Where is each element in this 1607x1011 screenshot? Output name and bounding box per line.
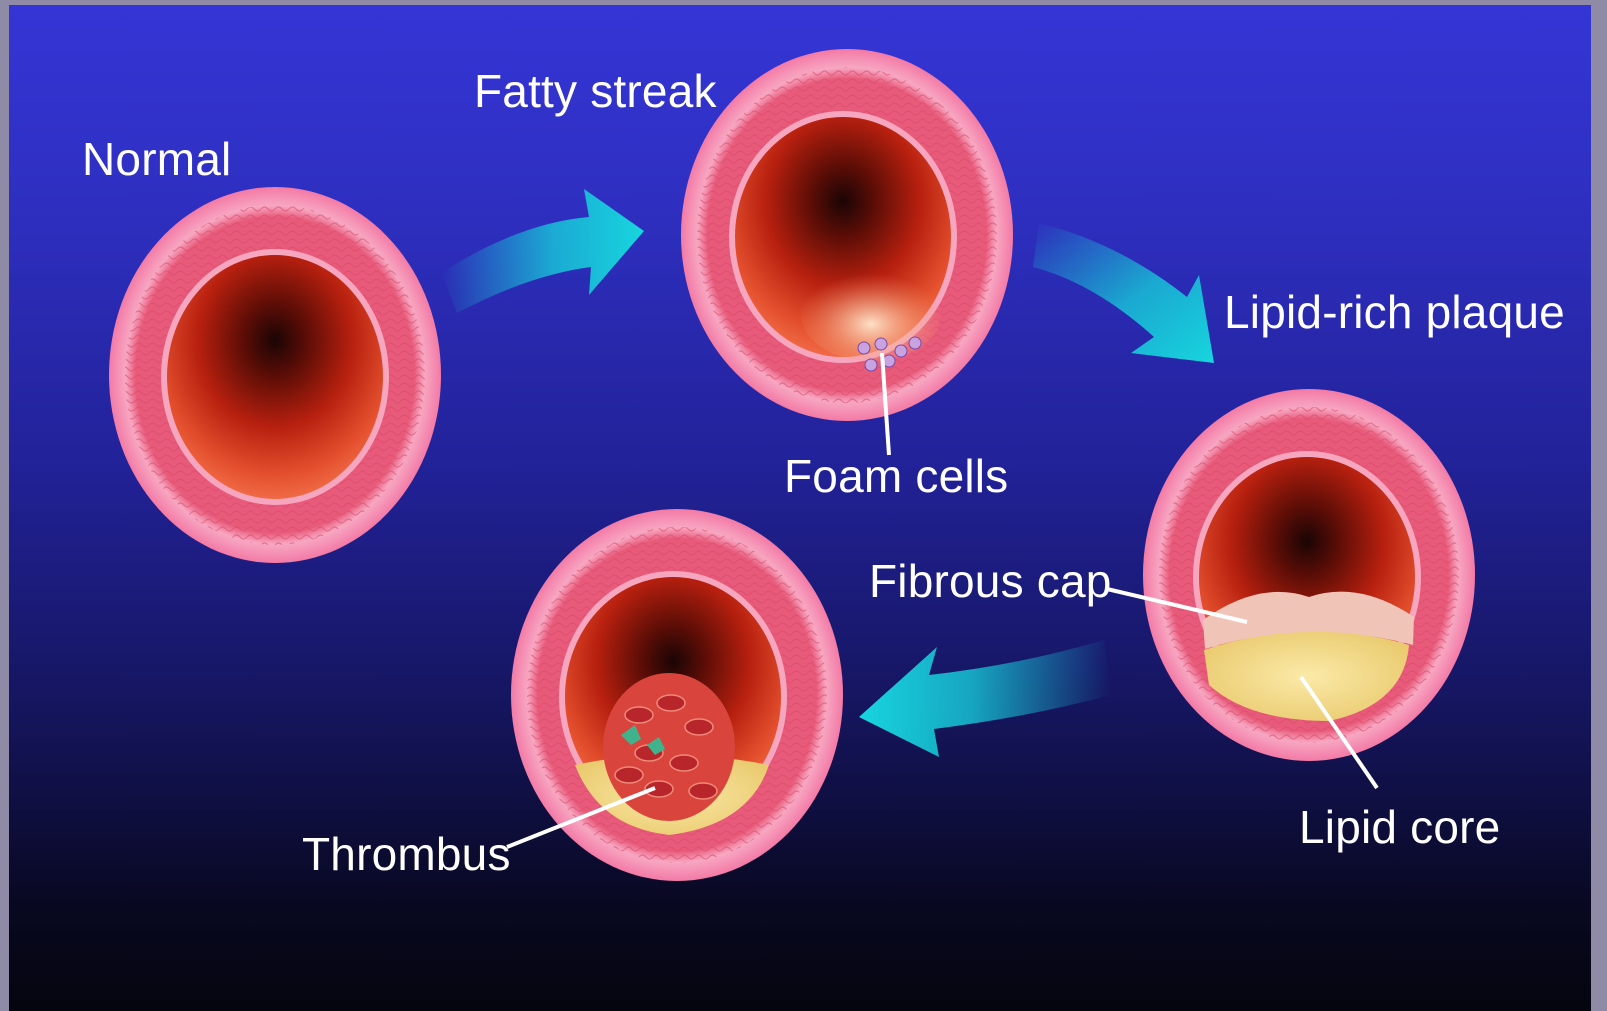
- atherosclerosis-diagram: [9, 5, 1591, 1011]
- progression-arrow-2: [1033, 223, 1214, 363]
- fatty-streak-vessel: [681, 49, 1013, 421]
- foam-cells-label: Foam cells: [784, 453, 1008, 499]
- progression-arrow-1: [441, 189, 644, 313]
- slide-canvas: Normal Fatty streak Lipid-rich plaque Fo…: [9, 5, 1591, 1011]
- lipid-rich-plaque-label: Lipid-rich plaque: [1224, 289, 1565, 335]
- normal-label: Normal: [82, 136, 231, 182]
- lipid-core-label: Lipid core: [1299, 804, 1500, 850]
- lipid-rich-plaque-vessel: [1143, 389, 1475, 761]
- thrombus-label: Thrombus: [302, 831, 511, 877]
- fibrous-cap-label: Fibrous cap: [869, 558, 1112, 604]
- normal-vessel: [109, 187, 441, 563]
- fatty-streak-label: Fatty streak: [474, 68, 717, 114]
- progression-arrow-3: [859, 640, 1111, 757]
